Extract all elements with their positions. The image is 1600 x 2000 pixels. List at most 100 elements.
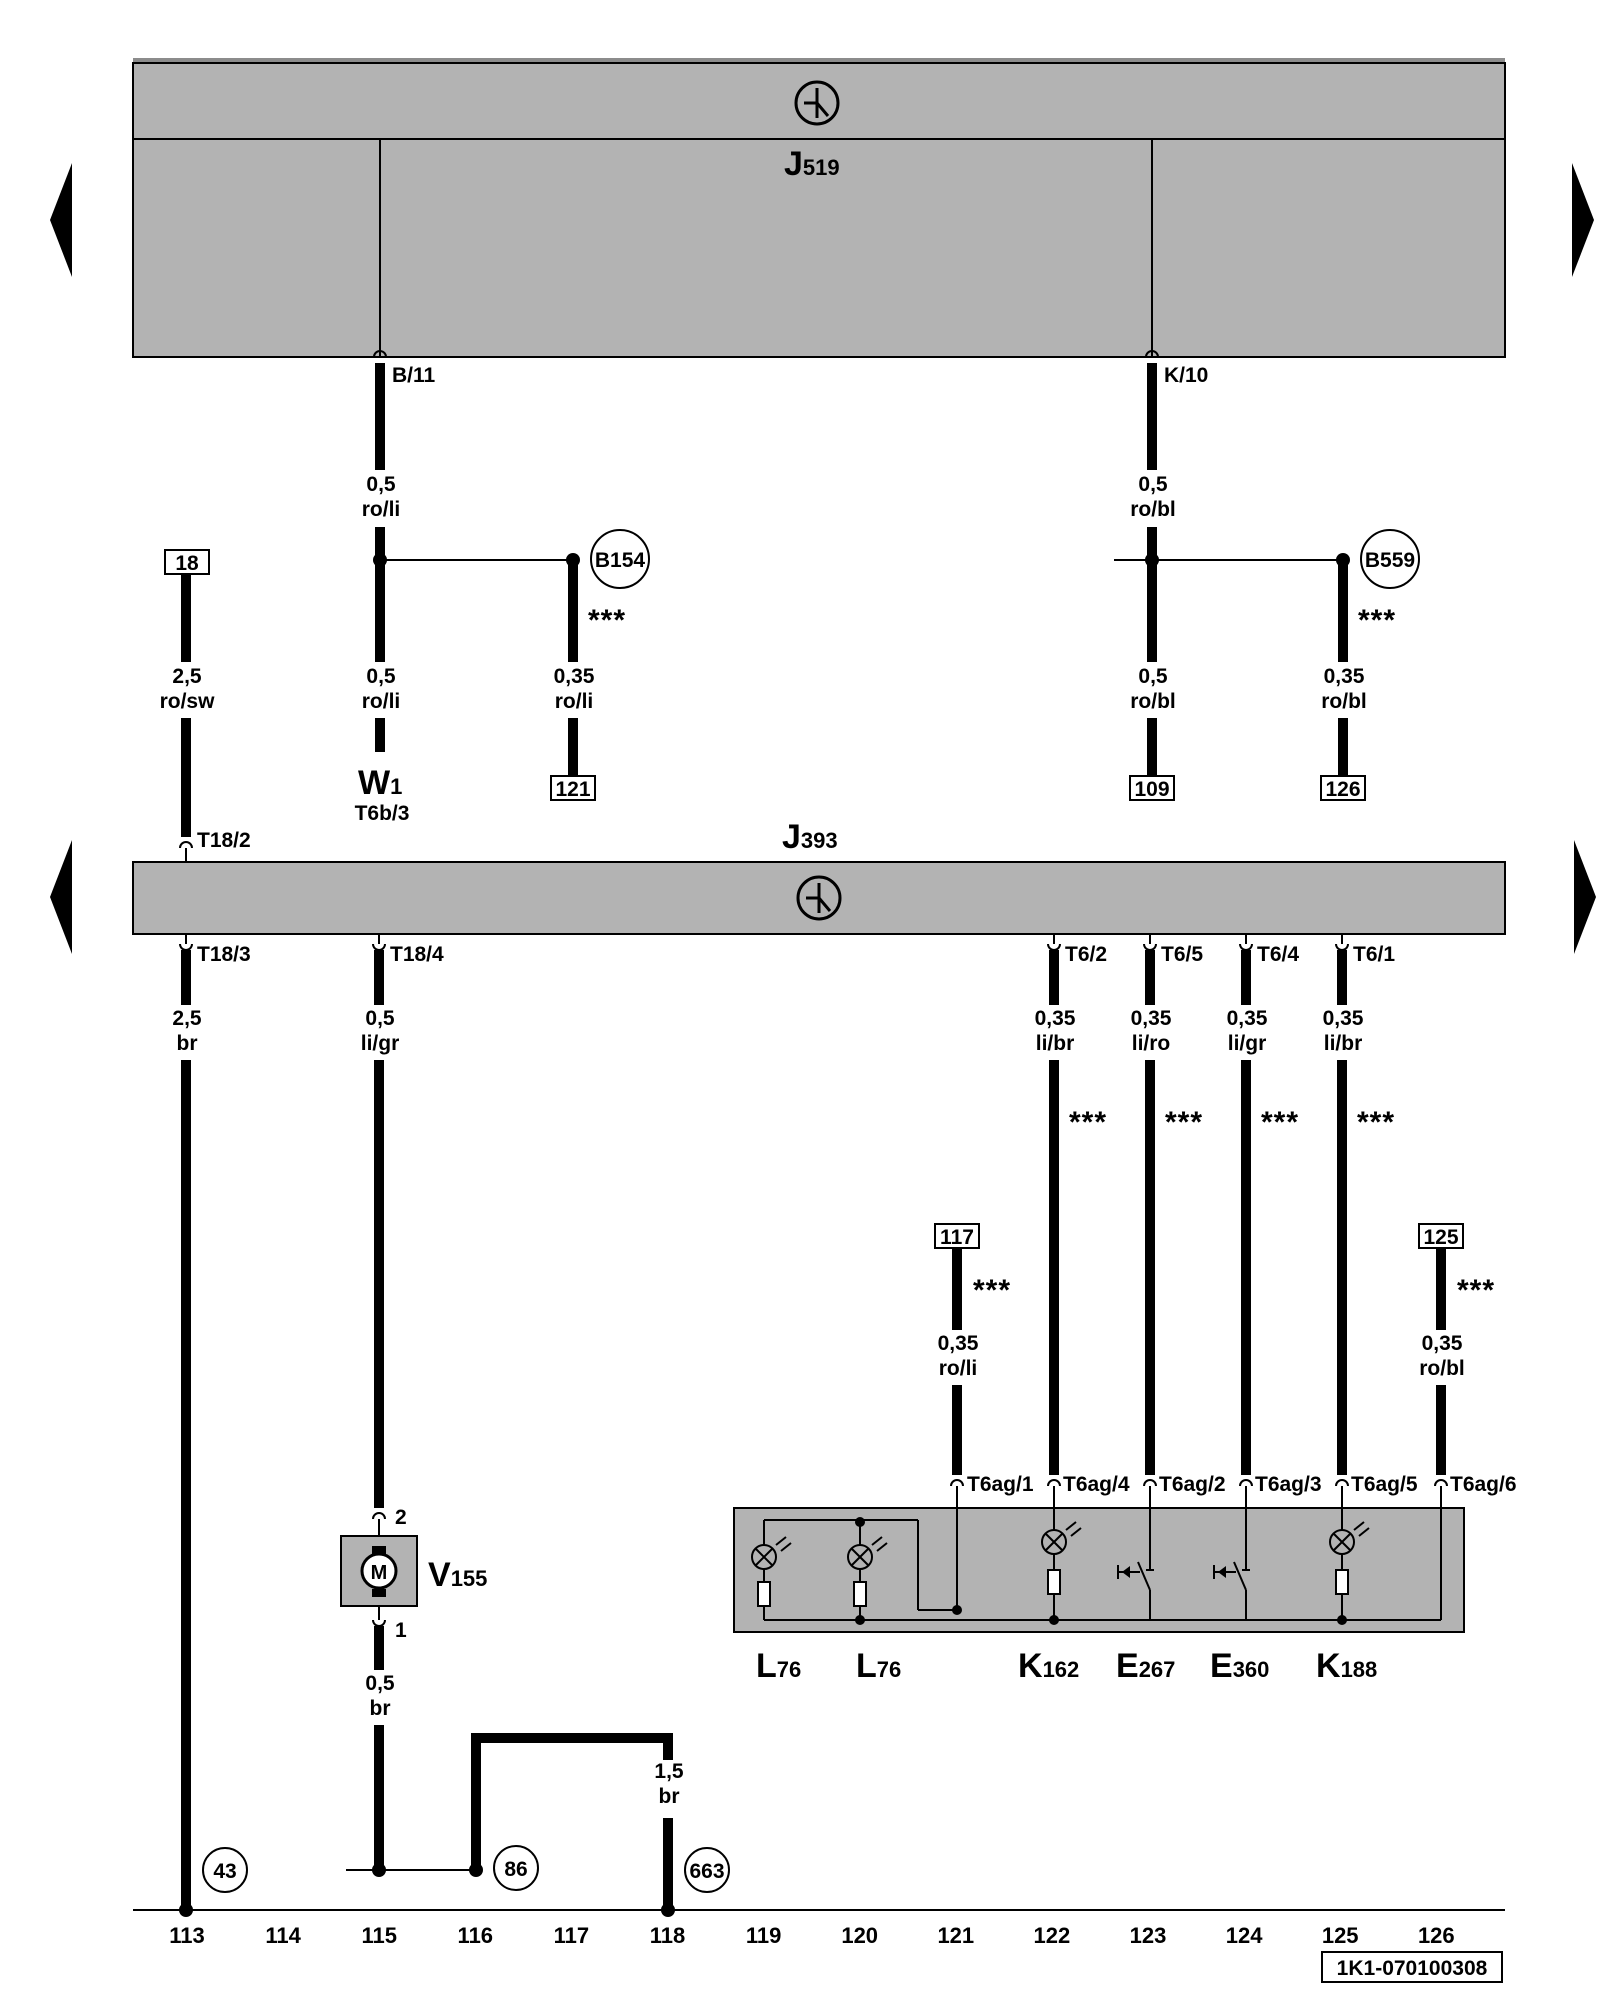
connector-b559-label: B559 — [1365, 549, 1415, 572]
wire-t6-4: T6/4 0,35 li/gr *** — [1227, 934, 1299, 1475]
wire-b559-size: 0,35 — [1324, 665, 1365, 688]
wire-117-size: 0,35 — [938, 1332, 979, 1355]
ground-43-label: 43 — [213, 1860, 236, 1883]
svg-text:***: *** — [1069, 1106, 1107, 1139]
ref-117: 117 — [940, 1226, 974, 1249]
component-w1-pin: T6b/3 — [355, 802, 410, 825]
pin-b11: B/11 — [392, 364, 436, 387]
wire-b11-color: ro/li — [362, 498, 401, 521]
connector-b154-label: B154 — [595, 549, 646, 572]
pin-v155-1: 1 — [395, 1619, 407, 1642]
svg-text:0,35: 0,35 — [1227, 1007, 1268, 1030]
nav-right-arrow-middle[interactable] — [1574, 840, 1596, 954]
t6ag-pins: T6ag/1 T6ag/4 T6ag/2 T6ag/3 T6ag/5 T6ag/… — [950, 1473, 1517, 1496]
stars: *** — [1358, 604, 1396, 637]
wire-v155-gnd-color: br — [370, 1697, 391, 1720]
ground-663 — [684, 1847, 730, 1893]
svg-text:li/gr: li/gr — [1228, 1032, 1267, 1055]
column-number: 113 — [169, 1923, 205, 1948]
svg-text:T6ag/4: T6ag/4 — [1063, 1473, 1130, 1496]
motor-v155: M — [340, 1535, 418, 1607]
component-l76-b: L76 — [856, 1647, 901, 1685]
wire-t18-4-color: li/gr — [361, 1032, 400, 1055]
component-e267: E267 — [1116, 1647, 1175, 1685]
wire-125-size: 0,35 — [1422, 1332, 1463, 1355]
pin-t18-2: T18/2 — [197, 829, 251, 852]
svg-text:T6ag/2: T6ag/2 — [1159, 1473, 1226, 1496]
column-number: 114 — [265, 1923, 301, 1948]
wire-b154-color: ro/li — [555, 690, 594, 713]
module-j393: J393 — [132, 818, 1506, 935]
wire-663-size: 1,5 — [654, 1760, 684, 1783]
column-number: 124 — [1226, 1923, 1263, 1948]
ground-symbol-icon — [796, 875, 842, 921]
svg-text:T6/4: T6/4 — [1257, 943, 1299, 966]
wire-109-color: ro/bl — [1130, 690, 1176, 713]
svg-text:***: *** — [1165, 1106, 1203, 1139]
wire-117-color: ro/li — [939, 1357, 978, 1380]
wire-t6-5: T6/5 0,35 li/ro *** — [1131, 934, 1203, 1475]
wire-t18-3-color: br — [177, 1032, 198, 1055]
wire-109-size: 0,5 — [1138, 665, 1168, 688]
svg-text:0,35: 0,35 — [1323, 1007, 1364, 1030]
wire-k10-size: 0,5 — [1138, 473, 1168, 496]
module-j519: J519 — [132, 58, 1506, 358]
nav-left-arrow-middle[interactable] — [50, 840, 72, 954]
wire-t18-3-size: 2,5 — [172, 1007, 202, 1030]
wire-125-color: ro/bl — [1419, 1357, 1465, 1380]
connector-b154 — [590, 529, 650, 589]
svg-text:T6ag/6: T6ag/6 — [1450, 1473, 1517, 1496]
svg-text:T6/5: T6/5 — [1161, 943, 1203, 966]
stars: *** — [588, 604, 626, 637]
ground-663-label: 663 — [689, 1860, 724, 1883]
wire-t18-4-size: 0,5 — [365, 1007, 395, 1030]
svg-text:***: *** — [1261, 1106, 1299, 1139]
wire-663-color: br — [659, 1785, 680, 1808]
svg-text:li/br: li/br — [1324, 1032, 1363, 1055]
svg-text:***: *** — [1357, 1106, 1395, 1139]
pin-v155-2: 2 — [395, 1506, 407, 1529]
component-k162: K162 — [1018, 1647, 1079, 1685]
wire-w1-size: 0,5 — [366, 665, 396, 688]
nav-right-arrow-top[interactable] — [1572, 163, 1594, 277]
connector-b559 — [1360, 529, 1420, 589]
module-j393-label: J393 — [782, 818, 838, 856]
module-j519-label: J519 — [784, 145, 840, 183]
svg-text:li/br: li/br — [1036, 1032, 1075, 1055]
ref-121: 121 — [555, 778, 590, 801]
svg-text:T6ag/5: T6ag/5 — [1351, 1473, 1418, 1496]
lamp-icon — [847, 1536, 888, 1570]
svg-text:0,35: 0,35 — [1035, 1007, 1076, 1030]
ref-box-18 — [164, 549, 210, 575]
pin-k10: K/10 — [1164, 364, 1208, 387]
nav-left-arrow-top[interactable] — [50, 163, 72, 277]
wire-b154-size: 0,35 — [554, 665, 595, 688]
ref-109: 109 — [1134, 778, 1169, 801]
component-e360: E360 — [1210, 1647, 1269, 1685]
stars: *** — [1457, 1274, 1495, 1307]
switch-icon — [1117, 1561, 1154, 1620]
svg-text:T6ag/1: T6ag/1 — [967, 1473, 1034, 1496]
ref-126: 126 — [1325, 778, 1360, 801]
pin-t18-4: T18/4 — [390, 943, 444, 966]
wire-w1-color: ro/li — [362, 690, 401, 713]
column-number: 122 — [1034, 1923, 1071, 1948]
stars: *** — [973, 1274, 1011, 1307]
motor-symbol: M — [371, 1562, 388, 1584]
column-number: 116 — [458, 1923, 494, 1948]
component-v155: V155 — [428, 1556, 487, 1594]
ground-86-label: 86 — [504, 1858, 527, 1881]
wire-18-color: ro/sw — [160, 690, 216, 713]
column-number: 117 — [554, 1923, 590, 1948]
ref-box-126 — [1320, 775, 1366, 801]
wire-b11-size: 0,5 — [366, 473, 396, 496]
column-number: 119 — [746, 1923, 782, 1948]
wire-t6-1: T6/1 0,35 li/br *** — [1323, 934, 1395, 1475]
column-number: 118 — [650, 1923, 686, 1948]
svg-text:T6ag/3: T6ag/3 — [1255, 1473, 1322, 1496]
switch-icon — [1213, 1561, 1250, 1620]
svg-text:li/ro: li/ro — [1132, 1032, 1171, 1055]
diagram-id-box — [1321, 1951, 1503, 1983]
ref-box-109 — [1129, 775, 1175, 801]
